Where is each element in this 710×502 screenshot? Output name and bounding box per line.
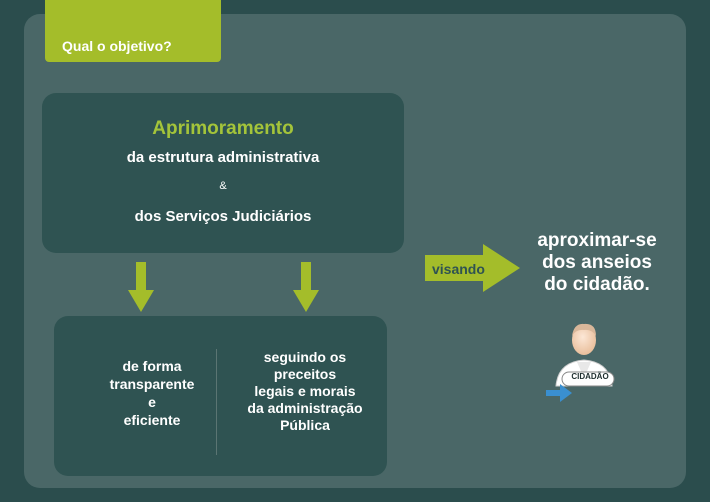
question-tab: Qual o objetivo? bbox=[45, 0, 221, 62]
manner-right-line: legais e morais bbox=[254, 383, 356, 399]
arrow-label: visando bbox=[432, 261, 485, 277]
manner-left-line: eficiente bbox=[123, 412, 181, 428]
manner-left-line: de forma bbox=[122, 358, 182, 374]
manner-right-line: preceitos bbox=[273, 366, 337, 382]
manner-divider bbox=[216, 349, 217, 455]
right-arrow-icon bbox=[425, 244, 520, 292]
manner-box: de forma transparente e eficiente seguin… bbox=[54, 316, 387, 476]
manner-right-line: Pública bbox=[280, 417, 330, 433]
improvement-title: Aprimoramento bbox=[152, 118, 294, 139]
improvement-box: Aprimoramento da estrutura administrativ… bbox=[42, 93, 404, 253]
goal-line: aproximar-se bbox=[537, 230, 657, 251]
question-text: Qual o objetivo? bbox=[62, 38, 172, 54]
down-arrow-icon bbox=[293, 262, 319, 312]
down-arrow-icon bbox=[128, 262, 154, 312]
goal-text: aproximar-se dos anseios do cidadão. bbox=[522, 230, 672, 296]
goal-line: dos anseios bbox=[542, 252, 652, 273]
citizen-label: CIDADÃO bbox=[571, 372, 609, 381]
goal-line: do cidadão. bbox=[544, 274, 650, 295]
manner-left-text: de forma transparente e eficiente bbox=[88, 357, 216, 429]
improvement-line-2: dos Serviços Judiciários bbox=[134, 208, 312, 225]
manner-right-text: seguindo os preceitos legais e morais da… bbox=[226, 349, 384, 434]
manner-left-line: e bbox=[148, 394, 156, 410]
manner-right-line: seguindo os bbox=[263, 349, 347, 365]
improvement-connector: & bbox=[219, 180, 227, 192]
manner-right-line: da administração bbox=[247, 400, 363, 416]
manner-left-line: transparente bbox=[109, 376, 195, 392]
improvement-line-1: da estrutura administrativa bbox=[126, 149, 320, 166]
citizen-icon bbox=[546, 323, 615, 402]
